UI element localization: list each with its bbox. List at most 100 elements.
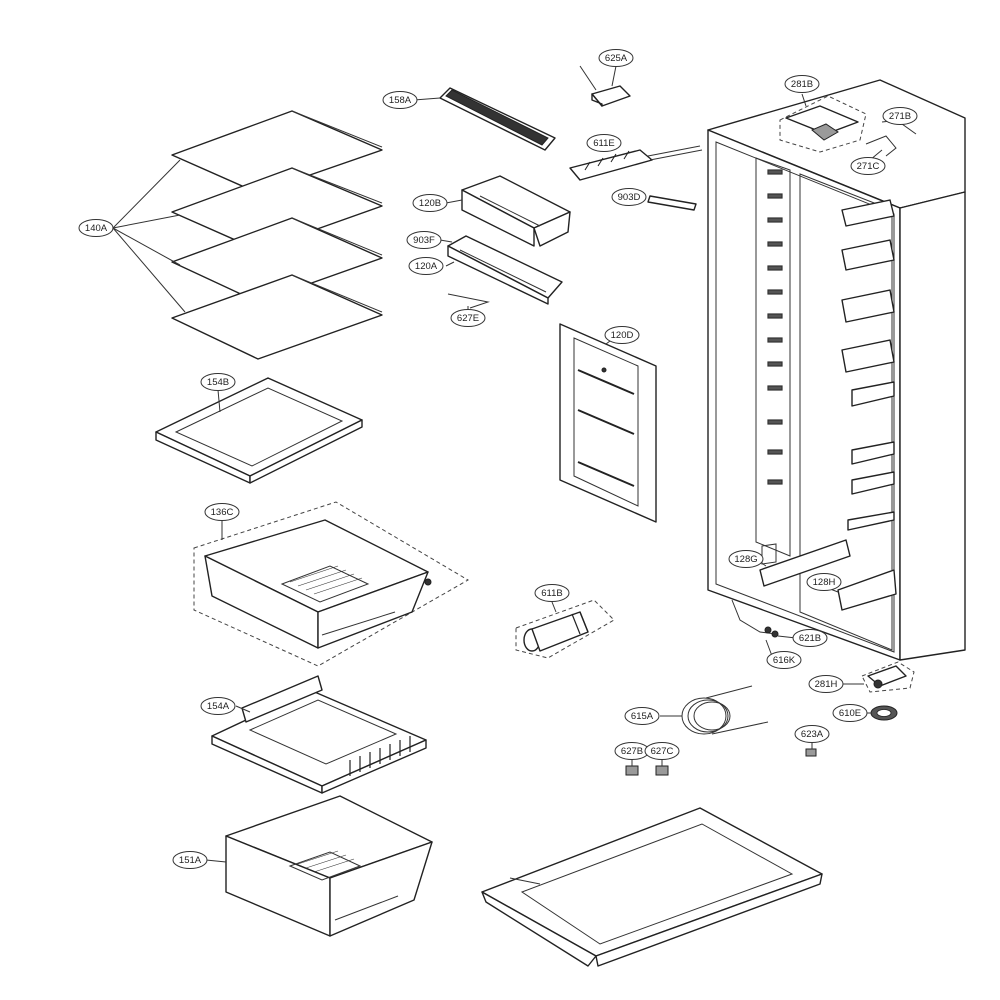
callout-label: 271B: [889, 111, 911, 122]
callout-bubble: [172, 851, 208, 869]
callout-120d: 120D: [604, 326, 640, 344]
callout-label: 623A: [801, 729, 824, 740]
callout-627b: 627B: [614, 742, 650, 760]
callout-611b: 611B: [534, 584, 570, 602]
callout-label: 621B: [799, 633, 821, 644]
callout-120a: 120A: [408, 257, 444, 275]
callout-label: 120D: [611, 330, 634, 341]
callout-610e: 610E: [832, 704, 868, 722]
refrigerator-cabinet: [707, 79, 966, 661]
callout-bubble: [200, 697, 236, 715]
bracket-158a: [413, 87, 556, 151]
glass-shelf-3: [171, 217, 383, 303]
callout-615a: 615A: [624, 707, 660, 725]
callout-bubble: [204, 503, 240, 521]
callout-bubble: [412, 194, 448, 212]
callout-140a: 140A: [78, 219, 114, 237]
callout-903f: 903F: [406, 231, 442, 249]
callout-bubble: [408, 257, 444, 275]
callout-label: 120B: [419, 198, 441, 209]
callout-label: 903D: [618, 192, 641, 203]
callout-627e: 627E: [450, 309, 486, 327]
callout-label: 625A: [605, 53, 628, 64]
callout-151a: 151A: [172, 851, 208, 869]
housing-120b: [445, 175, 571, 247]
callout-label: 158A: [389, 95, 412, 106]
callout-bubble: [850, 157, 886, 175]
callout-bubble: [832, 704, 868, 722]
callout-625a: 625A: [598, 49, 634, 67]
callout-128g: 128G: [728, 550, 764, 568]
callout-bubble: [808, 675, 844, 693]
callout-label: 140A: [85, 223, 108, 234]
callout-281h: 281H: [808, 675, 844, 693]
callout-903d: 903D: [611, 188, 647, 206]
callout-bubble: [382, 91, 418, 109]
callout-label: 627C: [651, 746, 674, 757]
callout-label: 154A: [207, 701, 230, 712]
callout-label: 151A: [179, 855, 202, 866]
callout-120b: 120B: [412, 194, 448, 212]
callout-bubble: [611, 188, 647, 206]
callout-label: 281B: [791, 79, 813, 90]
callout-154a: 154A: [200, 697, 236, 715]
callout-bubble: [406, 231, 442, 249]
part-611e: [569, 145, 703, 181]
callout-label: 120A: [415, 261, 438, 272]
callout-label: 128H: [813, 577, 836, 588]
callout-bubble: [766, 651, 802, 669]
callout-bubble: [806, 573, 842, 591]
washer-610e: [866, 705, 898, 721]
callout-label: 128G: [734, 554, 757, 565]
cover-120a: [439, 235, 563, 305]
part-625a: [579, 65, 631, 107]
callout-621b: 621B: [792, 629, 828, 647]
hinge-281b: [779, 93, 867, 153]
callout-label: 627E: [457, 313, 479, 324]
clip-627c: [655, 758, 669, 776]
water-filter-611b: [515, 599, 615, 659]
callout-label: 271C: [857, 161, 880, 172]
callout-627c: 627C: [644, 742, 680, 760]
bottom-drawer-151a: [205, 795, 433, 937]
callout-label: 610E: [839, 708, 861, 719]
glass-shelf-2: [171, 167, 383, 251]
crisper-cover-154a: [211, 675, 427, 794]
glass-shelf-stack: [112, 110, 383, 360]
callout-label: 136C: [211, 507, 234, 518]
callout-271c: 271C: [850, 157, 886, 175]
callout-bubble: [534, 584, 570, 602]
glass-shelf-1: [171, 110, 383, 194]
callout-bubble: [882, 107, 918, 125]
callout-label: 611E: [593, 138, 614, 149]
callout-bubble: [624, 707, 660, 725]
callout-281b: 281B: [784, 75, 820, 93]
callout-bubble: [792, 629, 828, 647]
callout-bubble: [604, 326, 640, 344]
callout-label: 154B: [207, 377, 229, 388]
clip-627b: [625, 758, 639, 776]
clip-623a: [805, 742, 817, 757]
water-tube-615a: [660, 685, 769, 735]
callout-271b: 271B: [882, 107, 918, 125]
callout-label: 616K: [773, 655, 796, 666]
callout-label: 903F: [413, 235, 435, 246]
freezer-shelf-frame: [481, 807, 823, 967]
callout-bubble: [728, 550, 764, 568]
crisper-drawer-136c: [193, 501, 469, 667]
callout-bubble: [586, 134, 622, 152]
callout-616k: 616K: [766, 651, 802, 669]
callout-bubble: [78, 219, 114, 237]
callout-bubble: [784, 75, 820, 93]
shelf-frame-154b: [155, 377, 363, 484]
strip-903d: [647, 195, 697, 211]
hinge-281h: [842, 661, 915, 693]
panel-120d: [559, 323, 657, 523]
callout-label: 611B: [541, 588, 562, 599]
callout-label: 615A: [631, 711, 654, 722]
glass-shelf-4: [171, 274, 383, 360]
callout-158a: 158A: [382, 91, 418, 109]
callout-bubble: [450, 309, 486, 327]
callout-bubble: [644, 742, 680, 760]
